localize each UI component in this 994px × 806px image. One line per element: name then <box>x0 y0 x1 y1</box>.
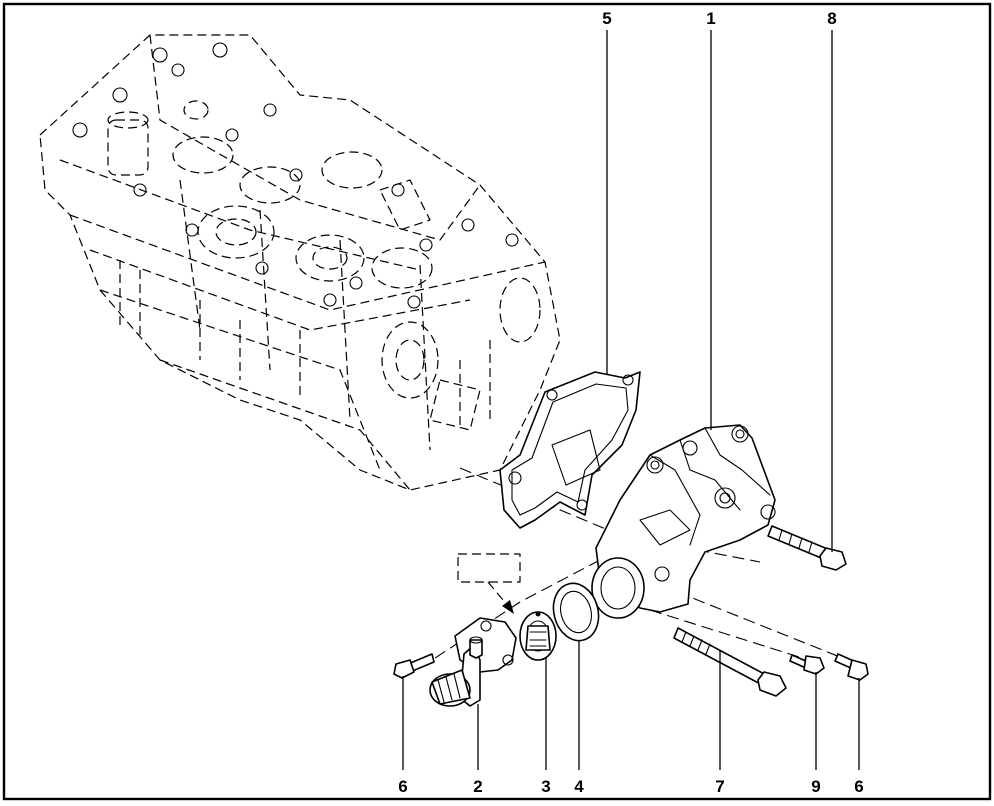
callout-6-left: 6 <box>398 777 407 796</box>
bolt-part-6-right <box>834 653 869 681</box>
bolt-part-9 <box>789 654 825 675</box>
bolt-part-6-left <box>393 653 435 679</box>
callout-3: 3 <box>541 777 550 796</box>
housing-part-1 <box>591 424 776 619</box>
head-bolts <box>72 42 519 309</box>
reference-box <box>457 553 521 614</box>
bolt-part-7 <box>673 627 787 697</box>
bolt-part-8 <box>767 525 847 571</box>
callout-9: 9 <box>811 777 820 796</box>
callout-4: 4 <box>574 777 584 796</box>
o-ring-part-4 <box>552 582 600 642</box>
callout-5: 5 <box>602 9 611 28</box>
cylinder-head-ghost <box>39 34 561 491</box>
thermostat-part-3 <box>519 611 557 661</box>
callout-6-right: 6 <box>854 777 863 796</box>
callout-2: 2 <box>473 777 482 796</box>
callout-7: 7 <box>715 777 724 796</box>
assembly-axis-mid <box>649 609 816 663</box>
assembly-axis-right <box>659 584 861 666</box>
callout-1: 1 <box>706 9 715 28</box>
gasket-part-5 <box>499 371 641 529</box>
assembly-axis-lower <box>419 559 601 669</box>
thermostat-cover-part-2 <box>429 617 517 707</box>
callout-8: 8 <box>827 9 836 28</box>
